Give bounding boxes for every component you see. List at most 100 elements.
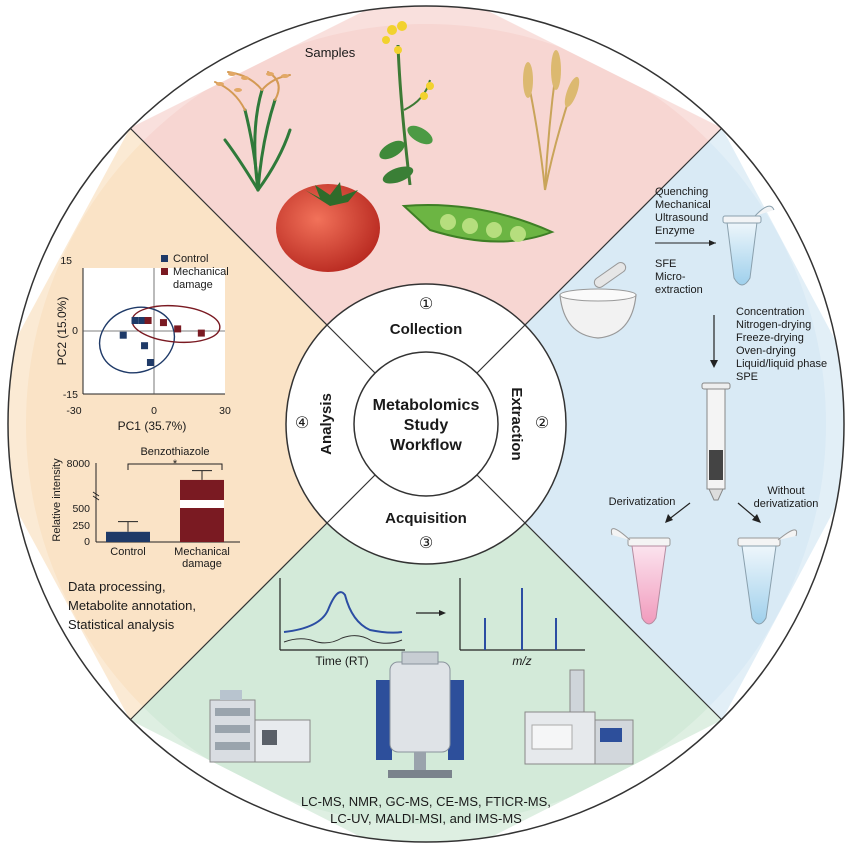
wheat-plant-icon bbox=[523, 50, 580, 191]
acquisition-arrow-head bbox=[439, 610, 446, 616]
concentration-arrow-head bbox=[710, 360, 718, 368]
acquisition-number: ③ bbox=[419, 533, 433, 552]
conc-nitrogen: Nitrogen-drying bbox=[736, 319, 811, 331]
legend-damage-label-line2: damage bbox=[173, 279, 213, 291]
rice-plant-icon bbox=[214, 71, 292, 192]
conc-concentration: Concentration bbox=[736, 306, 805, 318]
control-point bbox=[131, 317, 139, 324]
legend-control-swatch bbox=[161, 255, 168, 262]
pca-ytick-zero: 0 bbox=[72, 325, 78, 337]
derivatized-tube-icon bbox=[610, 528, 671, 625]
damage-point bbox=[197, 329, 205, 337]
time-axis-label: Time (RT) bbox=[315, 654, 368, 668]
extraction-label: Extraction bbox=[508, 387, 525, 460]
bar-chart-title: Benzothiazole bbox=[140, 446, 209, 458]
pca-xlabel: PC1 (35.7%) bbox=[118, 419, 187, 433]
pca-xtick-right: 30 bbox=[219, 405, 231, 417]
pea-pod-icon bbox=[401, 204, 555, 243]
mortar-pestle-icon bbox=[559, 262, 637, 339]
center-title-line3: Workflow bbox=[390, 437, 462, 454]
pca-ylabel: PC2 (15.0%) bbox=[55, 297, 69, 366]
gcms-instrument-icon bbox=[524, 669, 634, 765]
control-point bbox=[119, 331, 127, 339]
conc-liquid: Liquid/liquid phase bbox=[736, 358, 827, 370]
techniques-line1: LC-MS, NMR, GC-MS, CE-MS, FTICR-MS, bbox=[301, 794, 551, 809]
bar-marks bbox=[106, 470, 224, 542]
legend-damage-swatch bbox=[161, 268, 168, 275]
method-enzyme: Enzyme bbox=[655, 225, 695, 237]
conc-freeze: Freeze-drying bbox=[736, 332, 804, 344]
damage-point bbox=[174, 325, 182, 333]
pca-ytick-bottom: -15 bbox=[63, 389, 78, 401]
bar-ytick-8000: 8000 bbox=[67, 458, 91, 470]
techniques-line2: LC-UV, MALDI-MSI, and IMS-MS bbox=[330, 811, 522, 826]
bar-damage bbox=[180, 479, 224, 542]
outer-ring bbox=[7, 5, 845, 843]
bar-control bbox=[106, 531, 150, 542]
without-derivatization-line2: derivatization bbox=[754, 498, 819, 510]
bar-category-damage-line1: Mechanical bbox=[174, 546, 230, 558]
chromatogram-peak-line bbox=[283, 591, 403, 634]
chromatogram: Time (RT) bbox=[279, 578, 405, 668]
method-mechanical: Mechanical bbox=[655, 199, 711, 211]
bar-axis-break-gap bbox=[180, 500, 224, 508]
concentration-methods-list: Concentration Nitrogen-drying Freeze-dry… bbox=[736, 306, 827, 383]
analysis-step-1: Data processing, bbox=[68, 579, 166, 594]
analysis-step-2: Metabolite annotation, bbox=[68, 598, 196, 613]
significance-bracket bbox=[127, 463, 223, 470]
microtube-icon bbox=[722, 205, 775, 286]
bar-ytick-250: 250 bbox=[72, 520, 90, 532]
mz-axis-label: m/z bbox=[512, 654, 531, 668]
rapeseed-plant-icon bbox=[379, 21, 434, 186]
without-derivatization-line1: Without bbox=[767, 485, 804, 497]
collection-number: ① bbox=[419, 294, 433, 313]
tomato-icon bbox=[276, 182, 380, 272]
extraction-methods-list: Quenching Mechanical Ultrasound Enzyme S… bbox=[655, 186, 716, 296]
derivatization-label: Derivatization bbox=[609, 496, 676, 508]
lc-instrument-icon bbox=[209, 690, 311, 763]
pca-xtick-left: -30 bbox=[66, 405, 81, 417]
analysis-number: ④ bbox=[295, 413, 309, 432]
conc-oven: Oven-drying bbox=[736, 345, 796, 357]
control-confidence-ellipse bbox=[98, 306, 176, 374]
pca-points bbox=[119, 317, 205, 366]
center-title-line1: Metabolomics bbox=[373, 397, 480, 414]
extraction-number: ② bbox=[535, 413, 549, 432]
method-ultrasound: Ultrasound bbox=[655, 212, 708, 224]
method-quenching: Quenching bbox=[655, 186, 708, 198]
significance-star: * bbox=[173, 458, 178, 470]
method-sfe: SFE bbox=[655, 258, 676, 270]
bar-ytick-500: 500 bbox=[72, 503, 90, 515]
error-bar-damage bbox=[192, 470, 212, 480]
analysis-label: Analysis bbox=[318, 393, 335, 455]
control-point bbox=[141, 342, 149, 350]
derivatization-arrow bbox=[667, 502, 691, 521]
bar-category-damage-line2: damage bbox=[182, 558, 222, 570]
control-point bbox=[138, 317, 146, 324]
chromatogram-baseline-line bbox=[283, 635, 403, 644]
mass-spectrum: m/z bbox=[459, 578, 585, 668]
error-bar-control bbox=[118, 521, 138, 532]
pca-ytick-top: 15 bbox=[60, 255, 72, 267]
legend-control-label: Control bbox=[173, 253, 208, 265]
bar-ytick-0: 0 bbox=[84, 536, 90, 548]
stage-ring-dividers bbox=[326, 324, 526, 524]
damage-point bbox=[144, 317, 152, 324]
bar-ylabel: Relative intensity bbox=[51, 458, 63, 542]
center-title-line2: Study bbox=[404, 417, 449, 434]
axis-break-mark bbox=[92, 491, 100, 501]
extraction-arrow-head bbox=[709, 240, 716, 246]
derivatization-arrow-head bbox=[665, 514, 673, 523]
center-circle bbox=[353, 351, 499, 497]
without-derivatization-arrow-head bbox=[752, 514, 761, 523]
bar-category-control: Control bbox=[110, 546, 145, 558]
control-point bbox=[146, 359, 154, 366]
analysis-step-3: Statistical analysis bbox=[68, 617, 175, 632]
spe-cartridge-icon bbox=[701, 382, 731, 501]
method-micro: Micro- bbox=[655, 271, 686, 283]
legend-damage-label-line1: Mechanical bbox=[173, 266, 229, 278]
benzothiazole-bar-chart: Benzothiazole * 8000 500 250 0 Relative … bbox=[51, 446, 240, 570]
conc-spe: SPE bbox=[736, 371, 758, 383]
